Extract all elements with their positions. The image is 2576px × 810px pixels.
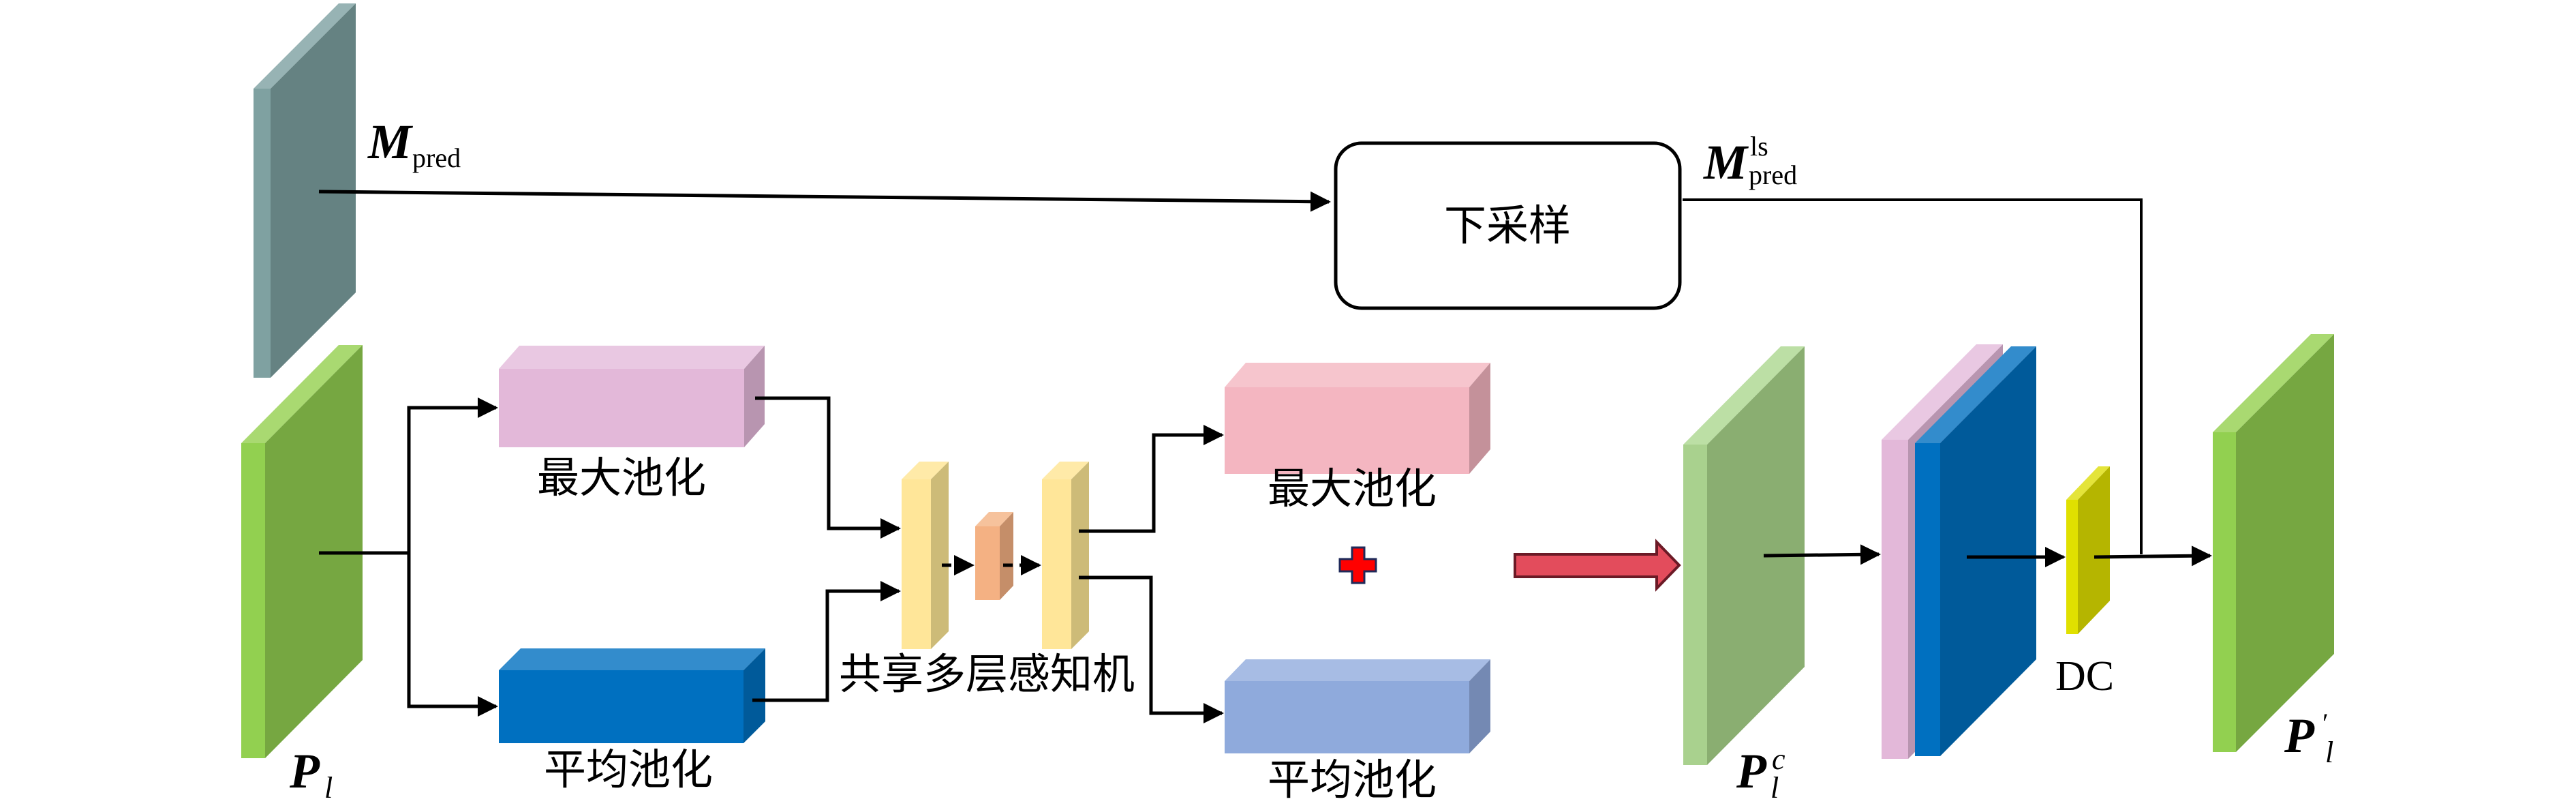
avg-pool-out-box-front-face <box>1225 681 1469 753</box>
avg-pool-out-box-side-face <box>1469 659 1490 753</box>
downsample-label: 下采样 <box>1444 200 1571 250</box>
avg-pool-in-box-top-face <box>499 648 765 670</box>
avg-pool-in-box <box>499 648 765 743</box>
m-pred-panel <box>254 3 356 378</box>
avg-pool-in-label: 平均池化 <box>544 745 713 794</box>
shared-mlp-label: 共享多层感知机 <box>839 649 1135 699</box>
edge-mlp-to-maxpool-out <box>1079 425 1224 533</box>
mlp-layer-hidden-front-face <box>975 526 1000 600</box>
p-l-label-sub: l <box>324 771 333 805</box>
max-pool-in-label: 最大池化 <box>537 453 706 502</box>
p-l-c-panel-top-face <box>1683 346 1805 445</box>
p-l-prime-panel-top-face <box>2213 334 2334 432</box>
m-pred-ds-label-sup: ls <box>1750 131 1768 162</box>
m-pred-ds-label-sub: pred <box>1749 160 1797 190</box>
downsample-box: 下采样 <box>1334 141 1682 310</box>
m-pred-label-sub: pred <box>412 142 461 173</box>
dc-panel-side-face <box>2078 466 2110 634</box>
p-l-prime-label-sup: ′ <box>2322 708 2329 738</box>
edge-mpred-to-downsample <box>318 190 1331 212</box>
concat-blue-panel-side-face <box>1940 346 2036 756</box>
mlp-layer-1-side-face <box>931 462 949 649</box>
max-pool-in-box-front-face <box>499 369 744 447</box>
edge-pl-to-avgpool <box>407 553 498 717</box>
max-pool-out-label: 最大池化 <box>1268 464 1437 513</box>
avg-pool-out-box <box>1225 659 1490 753</box>
mlp-layer-3 <box>1042 462 1089 649</box>
p-l-label: P l <box>289 744 333 805</box>
edge-downsample-to-merge <box>1683 198 2143 554</box>
edge-dc-to-output <box>2094 545 2212 567</box>
mlp-layer-3-front-face <box>1042 479 1071 649</box>
p-l-c-panel <box>1683 346 1805 765</box>
p-l-panel <box>241 345 363 758</box>
edge-plc-to-concat <box>1763 544 1881 565</box>
shapes-layer <box>241 3 2334 765</box>
wires-layer <box>318 190 2212 723</box>
concat-pink-panel-front-face <box>1882 440 1908 759</box>
dc-panel-front-face <box>2066 500 2078 634</box>
max-pool-in-box-top-face <box>499 346 765 369</box>
p-l-prime-panel-front-face <box>2213 432 2236 752</box>
mlp-layer-1-front-face <box>902 479 931 649</box>
mlp-layer-1 <box>902 462 949 649</box>
m-pred-ds-label-main: M <box>1703 135 1749 190</box>
avg-pool-in-box-side-face <box>743 648 765 743</box>
mlp-layer-3-side-face <box>1071 462 1089 649</box>
max-pool-in-box-side-face <box>744 346 765 447</box>
p-l-label-main: P <box>289 744 320 798</box>
mlp-layer-3-top-face <box>1042 462 1089 479</box>
mlp-layer-1-top-face <box>902 462 949 479</box>
p-l-c-label-sup: c <box>1772 742 1785 776</box>
p-l-c-panel-side-face <box>1707 346 1805 765</box>
concat-blue-panel-top-face <box>1915 346 2036 443</box>
p-l-prime-panel <box>2213 334 2334 752</box>
max-pool-out-box-side-face <box>1469 363 1490 474</box>
edge-mlp-to-avgpool-out <box>1079 575 1224 723</box>
p-l-c-label-sub: l <box>1770 771 1779 805</box>
concat-blue-panel-front-face <box>1915 443 1940 756</box>
p-l-panel-side-face <box>265 345 363 758</box>
dc-panel-top-face <box>2066 466 2110 500</box>
fuse-arrow-icon <box>1514 539 1681 592</box>
plus-icon <box>1338 546 1377 584</box>
m-pred-panel-side-face <box>271 3 356 378</box>
edge-avgpool-to-mlp <box>752 581 901 702</box>
mlp-layer-hidden-side-face <box>1000 512 1013 600</box>
m-pred-ds-label: M pred ls <box>1703 131 1797 190</box>
downsample-box-frame <box>1334 141 1682 310</box>
concat-pink-panel-top-face <box>1882 344 2003 440</box>
avg-pool-in-box-front-face <box>499 670 743 743</box>
p-l-prime-label: P l ′ <box>2284 708 2333 769</box>
labels-layer: M pred M pred ls P l 最大池化 平均池化 共享多层感知机 最… <box>289 115 2333 805</box>
p-l-prime-label-main: P <box>2284 708 2315 763</box>
edge-pl-to-maxpool <box>407 397 498 553</box>
dc-label: DC <box>2055 653 2114 700</box>
edge-maxpool-to-mlp <box>755 396 901 539</box>
p-l-panel-front-face <box>241 443 265 758</box>
p-l-prime-label-sub: l <box>2325 736 2333 769</box>
p-l-prime-panel-side-face <box>2236 334 2334 752</box>
concat-blue-panel <box>1915 346 2036 756</box>
max-pool-in-box <box>499 346 765 447</box>
p-l-panel-top-face <box>241 345 363 443</box>
mlp-layer-hidden <box>975 512 1013 600</box>
dc-panel <box>2066 466 2110 634</box>
p-l-c-label-main: P <box>1736 744 1767 798</box>
avg-pool-out-label: 平均池化 <box>1268 755 1437 805</box>
m-pred-panel-front-face <box>254 89 271 378</box>
p-l-c-label: P l c <box>1736 742 1785 805</box>
m-pred-panel-top-face <box>254 3 356 89</box>
max-pool-out-box-front-face <box>1225 387 1469 474</box>
max-pool-out-box <box>1225 363 1490 474</box>
max-pool-out-box-top-face <box>1225 363 1490 387</box>
m-pred-label: M pred <box>367 115 461 173</box>
mlp-layer-hidden-top-face <box>975 512 1013 526</box>
p-l-c-panel-front-face <box>1683 445 1707 765</box>
m-pred-label-main: M <box>367 115 414 169</box>
avg-pool-out-box-top-face <box>1225 659 1490 681</box>
add-operator <box>1338 546 1377 584</box>
